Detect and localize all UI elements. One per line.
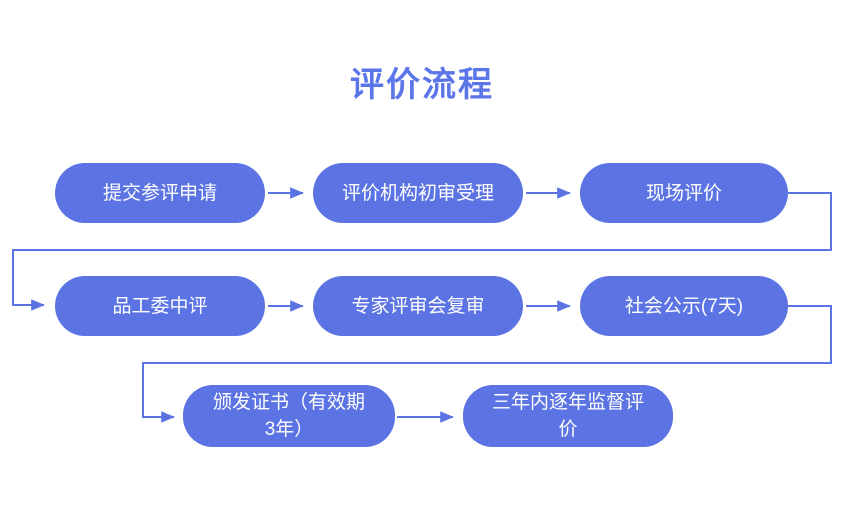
flow-node-issue-certificate[interactable]: 颁发证书（有效期 3年） (183, 385, 395, 447)
flow-node-annual-supervision[interactable]: 三年内逐年监督评 价 (463, 385, 673, 447)
flow-node-label: 现场评价 (645, 182, 722, 204)
flow-node-submit-application[interactable]: 提交参评申请 (55, 163, 265, 223)
flow-node-label: 评价机构初审受理 (341, 182, 494, 204)
flow-node-onsite-evaluation[interactable]: 现场评价 (580, 163, 788, 223)
flow-node-label: 专家评审会复审 (351, 295, 485, 317)
flow-node-initial-review[interactable]: 评价机构初审受理 (313, 163, 523, 223)
flow-node-committee-review[interactable]: 品工委中评 (55, 276, 265, 336)
flow-node-label: 提交参评申请 (102, 182, 217, 204)
flow-node-public-notice[interactable]: 社会公示(7天) (580, 276, 788, 336)
flow-node-label: 品工委中评 (112, 295, 208, 317)
flow-node-label: 三年内逐年监督评 价 (491, 392, 644, 440)
page-title: 评价流程 (350, 66, 494, 104)
flow-node-label: 社会公示(7天) (624, 295, 744, 317)
flow-node-label: 颁发证书（有效期 3年） (212, 392, 365, 440)
flow-node-expert-panel-review[interactable]: 专家评审会复审 (313, 276, 523, 336)
